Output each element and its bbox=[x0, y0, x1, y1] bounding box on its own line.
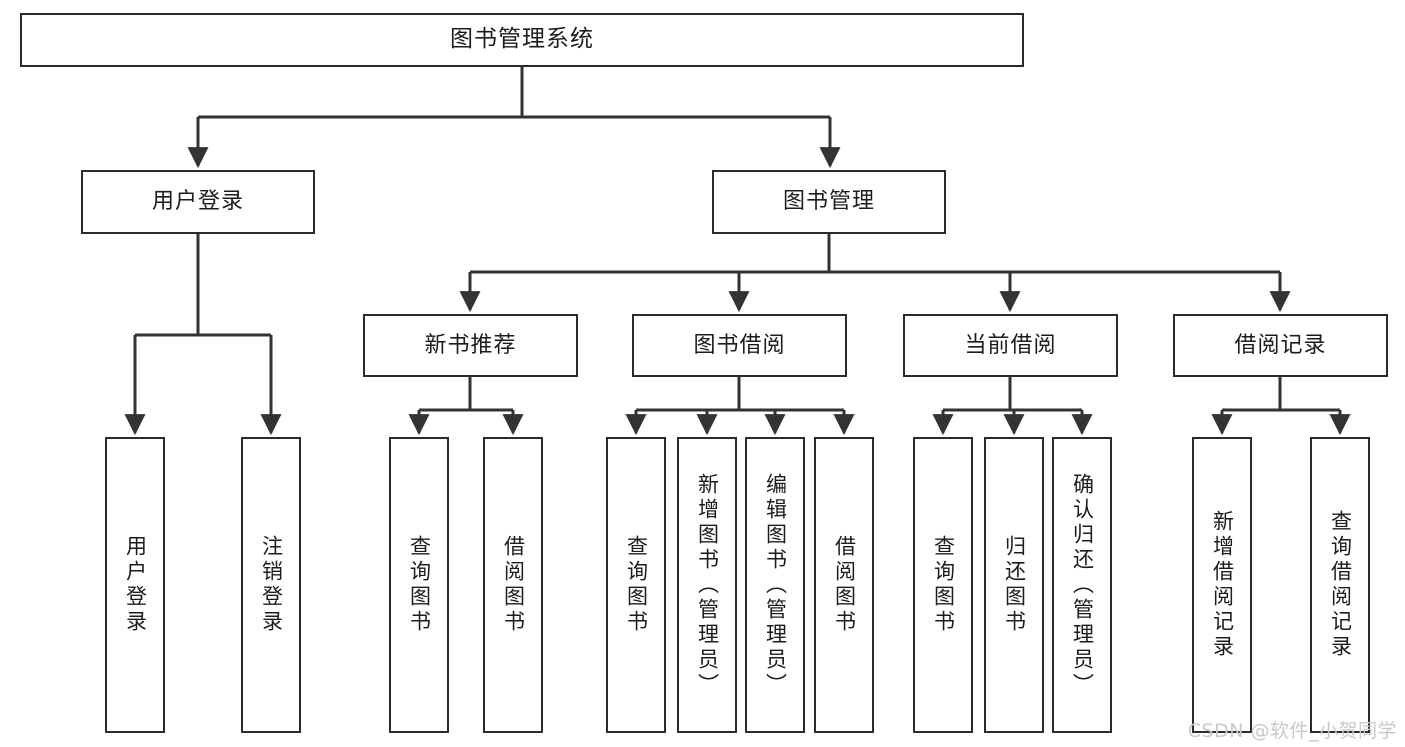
leaf-borrow-book-rec[interactable]: 借阅图书 bbox=[483, 437, 543, 733]
leaf-add-record-label: 新增借阅记录 bbox=[1210, 510, 1235, 660]
leaf-query-record-label: 查询借阅记录 bbox=[1328, 510, 1353, 660]
leaf-user-login-label: 用户登录 bbox=[123, 535, 148, 635]
leaf-query-book-rec-label: 查询图书 bbox=[407, 535, 432, 635]
leaf-edit-book[interactable]: 编辑图书（管理员） bbox=[745, 437, 805, 733]
leaf-query-book-rec[interactable]: 查询图书 bbox=[389, 437, 449, 733]
leaf-user-logout[interactable]: 注销登录 bbox=[241, 437, 301, 733]
node-root-label: 图书管理系统 bbox=[450, 26, 594, 53]
leaf-add-book[interactable]: 新增图书（管理员） bbox=[677, 437, 737, 733]
leaf-edit-book-label: 编辑图书（管理员） bbox=[763, 472, 788, 698]
leaf-query-record[interactable]: 查询借阅记录 bbox=[1310, 437, 1370, 733]
node-book-manage[interactable]: 图书管理 bbox=[712, 170, 946, 234]
leaf-confirm-return[interactable]: 确认归还（管理员） bbox=[1052, 437, 1112, 733]
leaf-user-logout-label: 注销登录 bbox=[259, 535, 284, 635]
node-current-borrow[interactable]: 当前借阅 bbox=[903, 314, 1118, 377]
node-book-borrow-label: 图书借阅 bbox=[693, 332, 786, 358]
node-root[interactable]: 图书管理系统 bbox=[20, 13, 1024, 67]
leaf-return-book-label: 归还图书 bbox=[1002, 535, 1027, 635]
leaf-query-book-borrow-label: 查询图书 bbox=[624, 535, 649, 635]
leaf-borrow-book-label: 借阅图书 bbox=[832, 535, 857, 635]
leaf-borrow-book[interactable]: 借阅图书 bbox=[814, 437, 874, 733]
node-borrow-record-label: 借阅记录 bbox=[1234, 332, 1327, 358]
node-book-manage-label: 图书管理 bbox=[782, 189, 875, 215]
node-current-borrow-label: 当前借阅 bbox=[964, 332, 1057, 358]
leaf-add-book-label: 新增图书（管理员） bbox=[695, 472, 720, 698]
leaf-user-login[interactable]: 用户登录 bbox=[105, 437, 165, 733]
leaf-query-book-borrow[interactable]: 查询图书 bbox=[606, 437, 666, 733]
node-book-borrow[interactable]: 图书借阅 bbox=[632, 314, 847, 377]
node-new-book-rec-label: 新书推荐 bbox=[424, 332, 517, 358]
leaf-query-book-cur[interactable]: 查询图书 bbox=[913, 437, 973, 733]
leaf-return-book[interactable]: 归还图书 bbox=[984, 437, 1044, 733]
node-user-login[interactable]: 用户登录 bbox=[81, 170, 315, 234]
leaf-add-record[interactable]: 新增借阅记录 bbox=[1192, 437, 1252, 733]
node-borrow-record[interactable]: 借阅记录 bbox=[1173, 314, 1388, 377]
csdn-watermark: CSDN @软件_小贺同学 bbox=[1187, 720, 1397, 742]
node-user-login-label: 用户登录 bbox=[151, 189, 244, 215]
leaf-confirm-return-label: 确认归还（管理员） bbox=[1070, 472, 1095, 698]
leaf-borrow-book-rec-label: 借阅图书 bbox=[501, 535, 526, 635]
node-new-book-rec[interactable]: 新书推荐 bbox=[363, 314, 578, 377]
leaf-query-book-cur-label: 查询图书 bbox=[931, 535, 956, 635]
